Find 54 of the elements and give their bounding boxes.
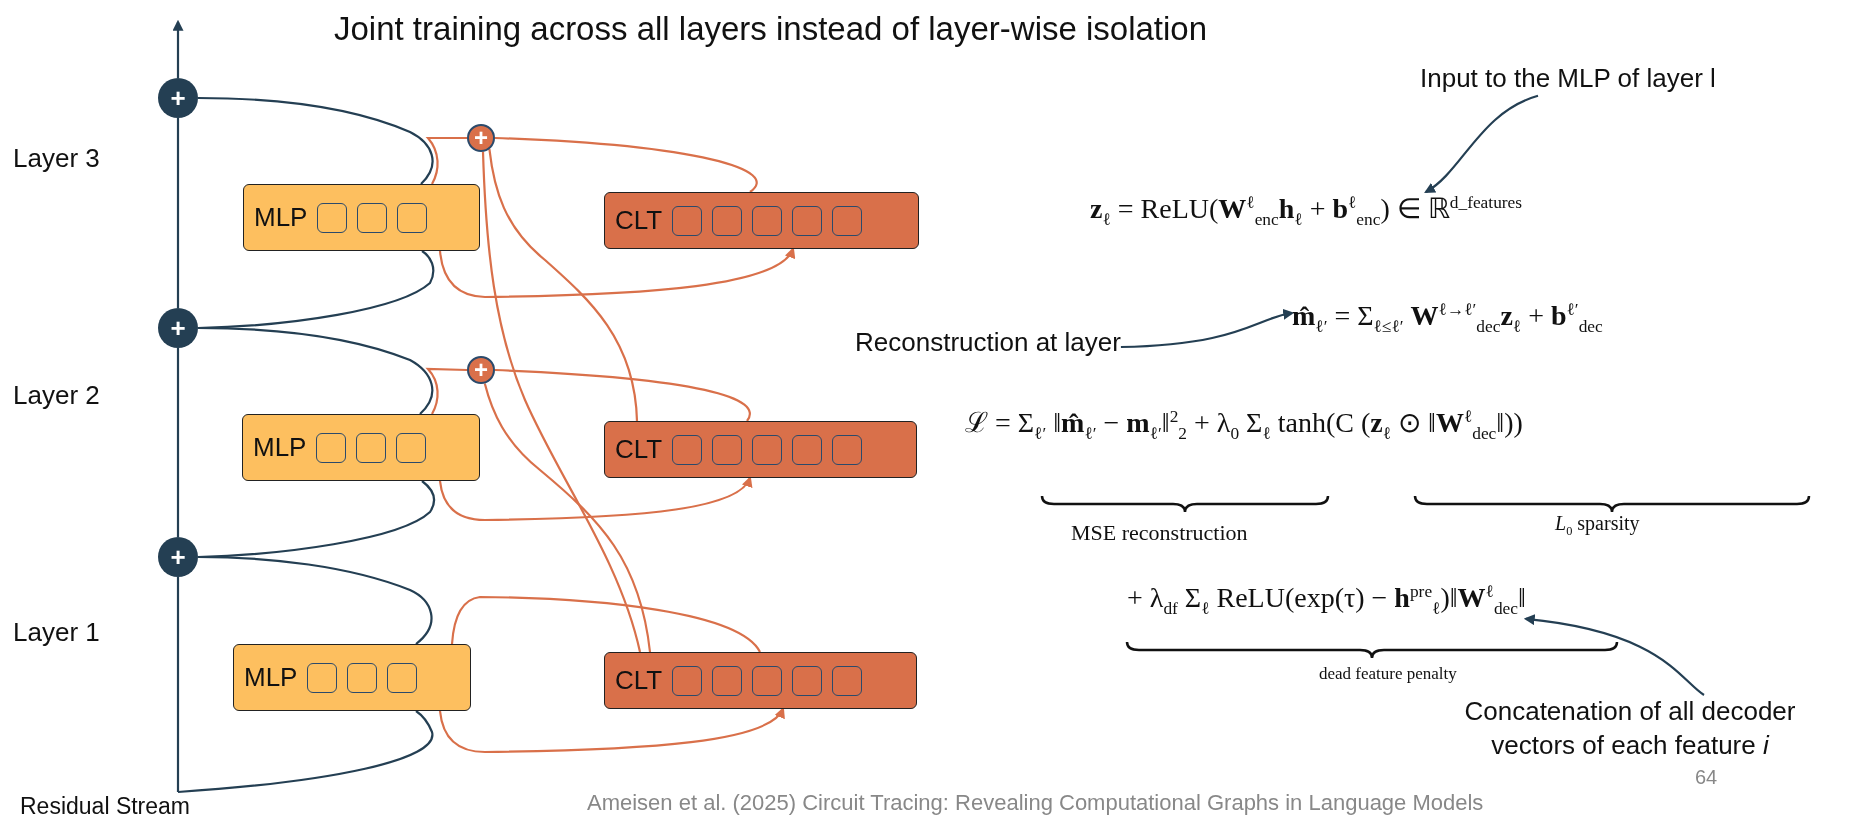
block-label: CLT: [615, 205, 663, 236]
arrow: [1424, 94, 1539, 194]
arrow: [438, 707, 785, 754]
connector: [197, 250, 435, 330]
connector: [426, 367, 468, 415]
block-label: MLP: [254, 202, 308, 233]
connector: [176, 577, 180, 792]
brace-label: MSE reconstruction: [1071, 520, 1248, 546]
connector: [177, 710, 434, 794]
annotation-text: Input to the MLP of layer l: [1420, 62, 1716, 96]
formula: + λ$_{df}$ Σ$_{ℓ}$ ReLU(exp(τ) − h$^{pre}$$_{ℓ}$)‖W$^{ℓ}$$_{dec}$‖: [1127, 582, 1526, 619]
sum-node: +: [158, 537, 198, 577]
connector: [176, 348, 180, 537]
block-label: MLP: [244, 662, 298, 693]
clt-block: [604, 192, 919, 249]
citation: Ameisen et al. (2025) Circuit Tracing: Revealing Computational Graphs in Language Models: [587, 790, 1484, 816]
mlp-block: [242, 414, 480, 481]
page-number: 64: [1695, 766, 1718, 789]
annotation-text: Concatenation of all decoder vectors of each feature i: [1420, 695, 1840, 763]
sum-node: +: [467, 356, 495, 384]
mlp-block: [243, 184, 480, 251]
formula: z$_{ℓ}$ = ReLU(W$^{ℓ}$$_{enc}$h$_{ℓ}$ + b$^{ℓ}$$_{enc}$) ∈ ℝ$^{d_features}$: [1090, 192, 1523, 230]
annotation-text: Reconstruction at layer: [855, 326, 1121, 360]
arrow: [172, 19, 184, 78]
brace-label: L$_{0}$ sparsity: [1555, 512, 1640, 539]
connector: [198, 96, 434, 185]
sum-node: +: [158, 78, 198, 118]
connector: [481, 151, 642, 653]
sum-node: +: [467, 124, 495, 152]
connector: [494, 136, 758, 193]
layer-label: Layer 3: [13, 143, 100, 174]
arrow: [1120, 309, 1295, 349]
clt-block: [604, 652, 917, 709]
block-label: MLP: [253, 432, 307, 463]
formula: ℒ = Σ$_{ℓ′}$ ‖m̂$_{ℓ′}$ − m$_{ℓ′}$‖$^{2}$$_{2}$ + λ$_{0}$ Σ$_{ℓ}$ tanh(C (z$_{ℓ}$ ⊙ ‖W$^{ℓ}$$_{dec}$‖)): [965, 405, 1523, 444]
connector: [488, 149, 639, 422]
connector: [176, 118, 180, 308]
block-label: CLT: [615, 665, 663, 696]
connector: [483, 383, 652, 653]
clt-block: [604, 421, 917, 478]
connector: [450, 595, 761, 653]
sum-node: +: [158, 308, 198, 348]
mlp-block: [233, 644, 471, 711]
layer-label: Layer 2: [13, 380, 100, 411]
axis-label: Residual Stream: [20, 792, 191, 821]
block-label: CLT: [615, 434, 663, 465]
layer-label: Layer 1: [13, 617, 100, 648]
arrow: [1523, 614, 1705, 696]
connector: [426, 136, 467, 185]
brace-label: dead feature penalty: [1319, 664, 1457, 684]
title: Joint training across all layers instead of layer-wise isolation: [334, 10, 1208, 48]
arrow: [438, 247, 795, 299]
connector: [197, 480, 436, 559]
arrow: [438, 476, 752, 522]
